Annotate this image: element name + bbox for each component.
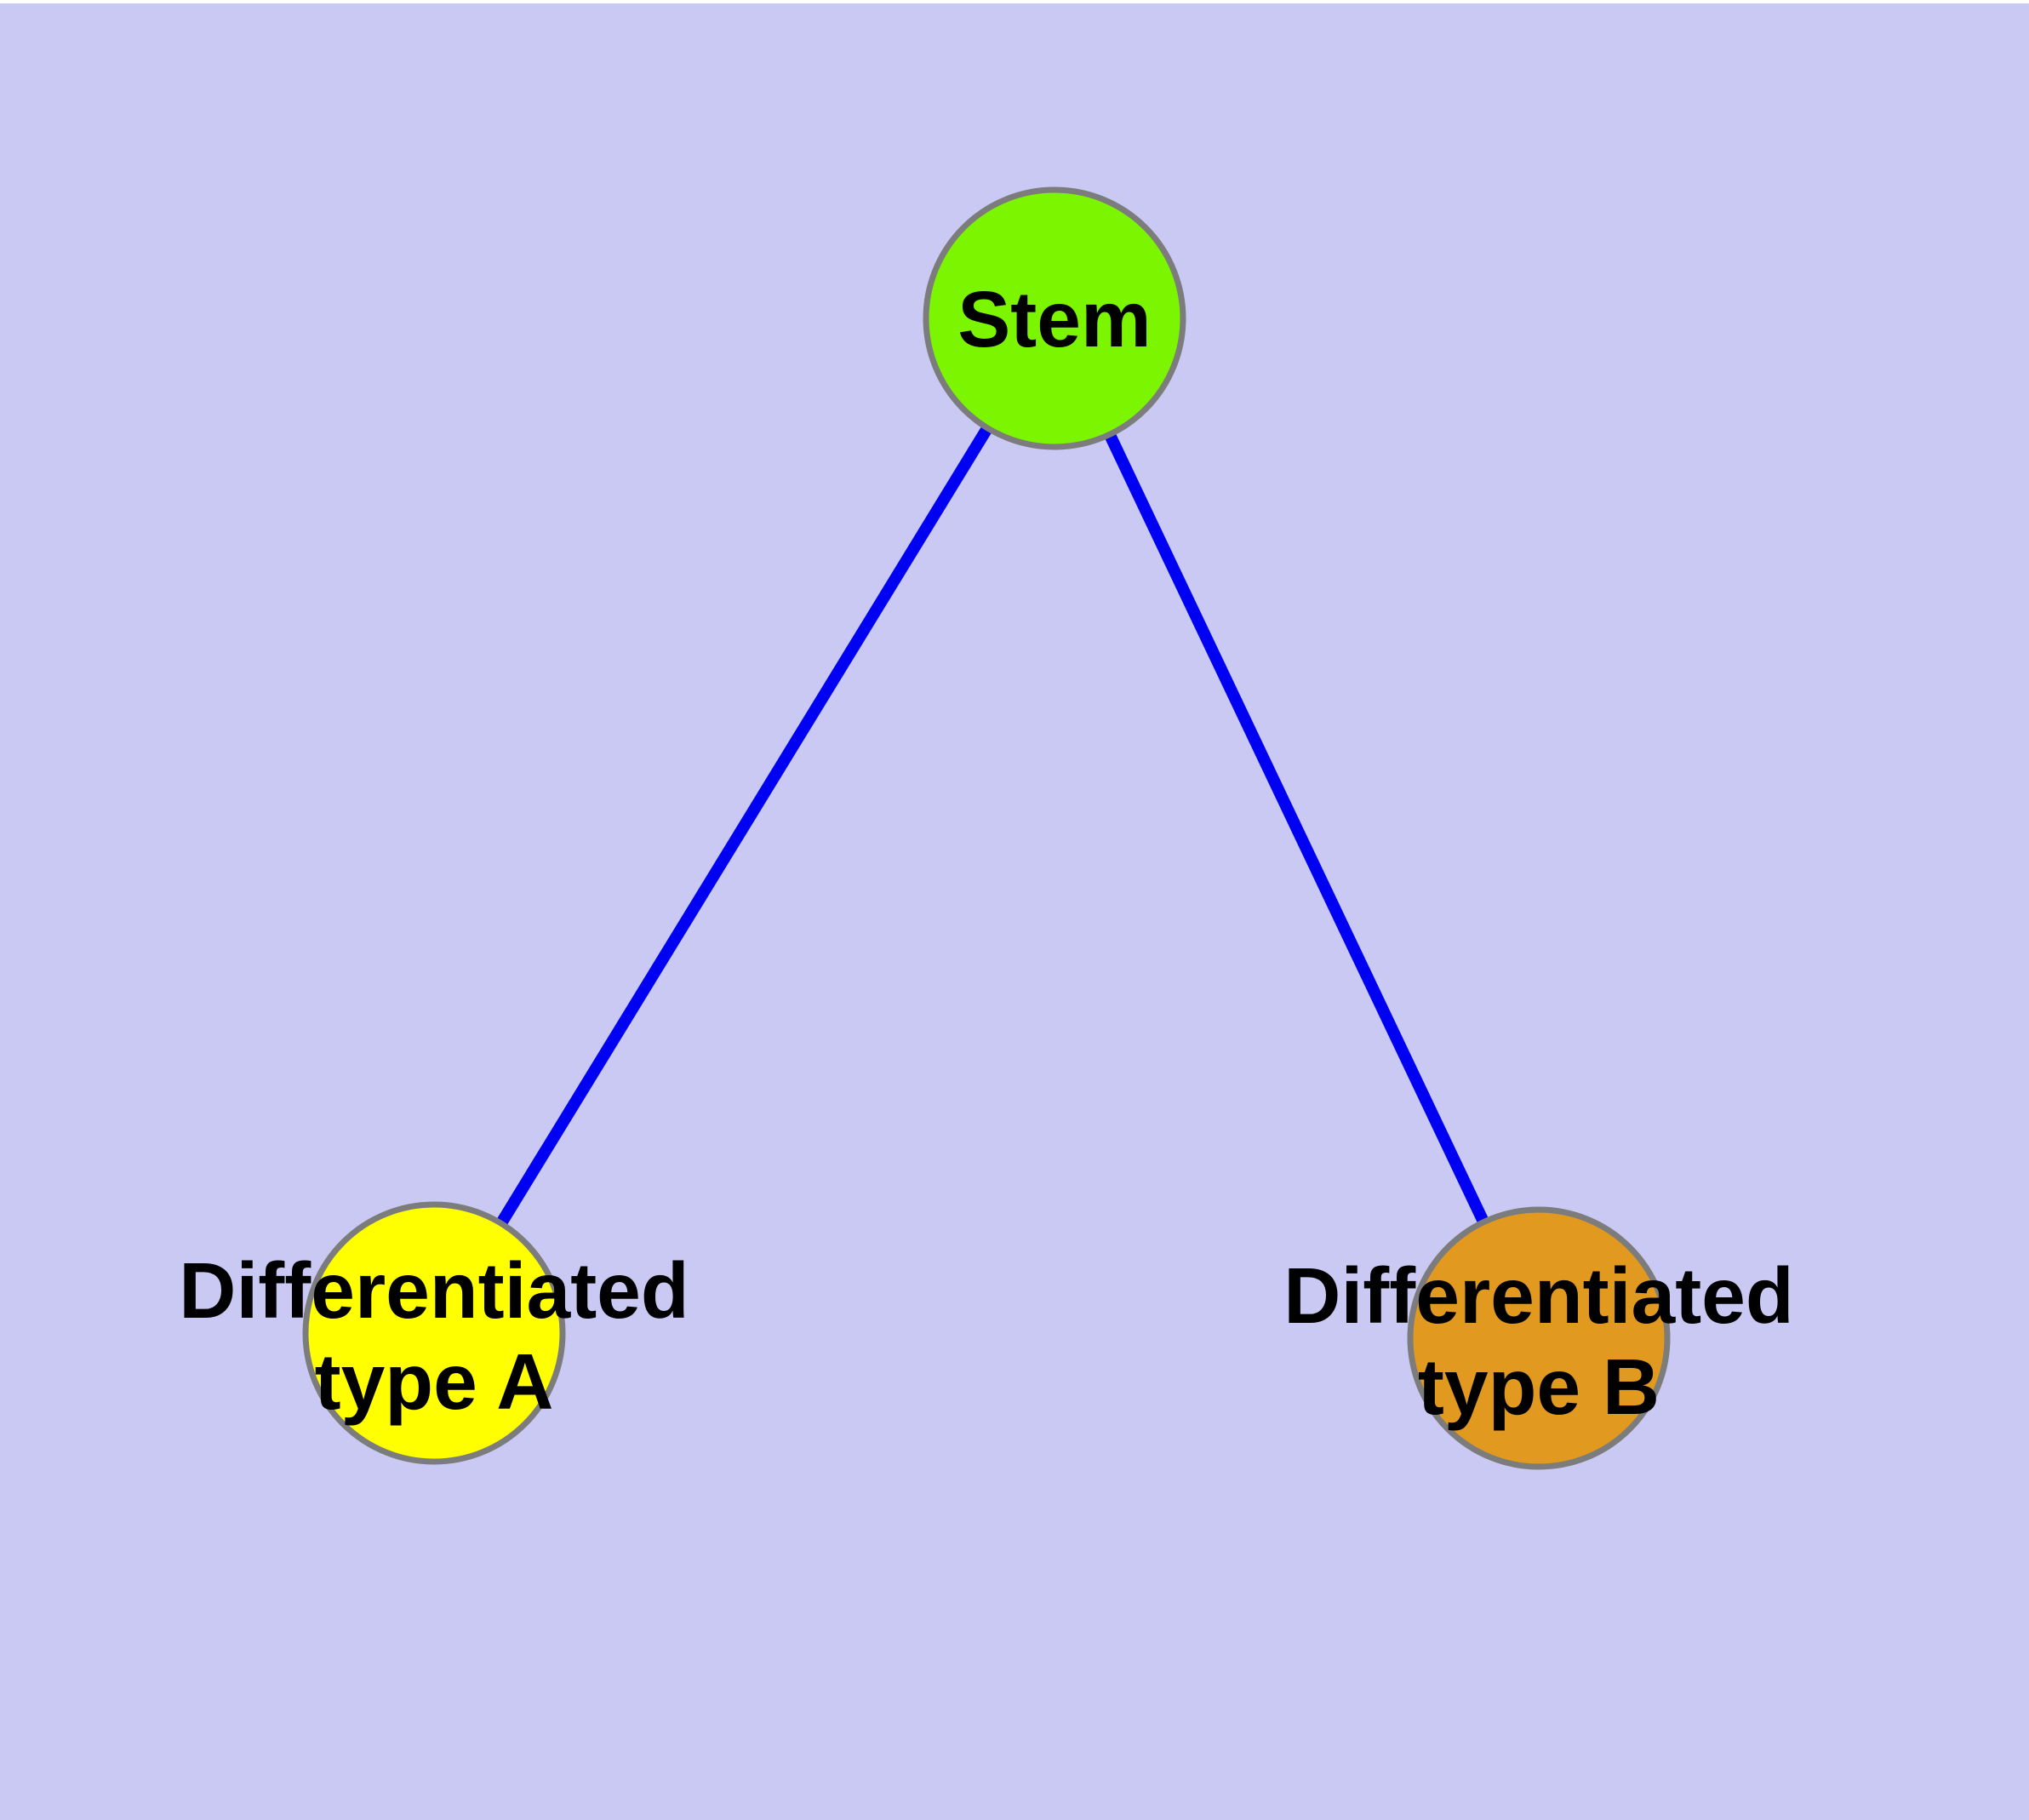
node-layer bbox=[302, 186, 1671, 1470]
node-stem bbox=[923, 186, 1186, 450]
label-layer: Stem Differentiated type A Differentiate… bbox=[179, 275, 1793, 1431]
type-a-node-label-line-1: Differentiated bbox=[179, 1246, 689, 1335]
node-type-a bbox=[302, 1201, 566, 1465]
top-edge-strip bbox=[0, 0, 2029, 3]
type-b-node-label-line-2: type B bbox=[1418, 1342, 1660, 1431]
edge-layer bbox=[429, 315, 1545, 1342]
node-type-b bbox=[1407, 1206, 1671, 1470]
stem-node-label: Stem bbox=[957, 275, 1151, 363]
edge-stem-to-type-a bbox=[429, 315, 1060, 1336]
type-b-node-label-line-1: Differentiated bbox=[1283, 1251, 1793, 1340]
edge-stem-to-type-b bbox=[1049, 315, 1545, 1342]
type-a-node-label-line-2: type A bbox=[315, 1337, 554, 1426]
